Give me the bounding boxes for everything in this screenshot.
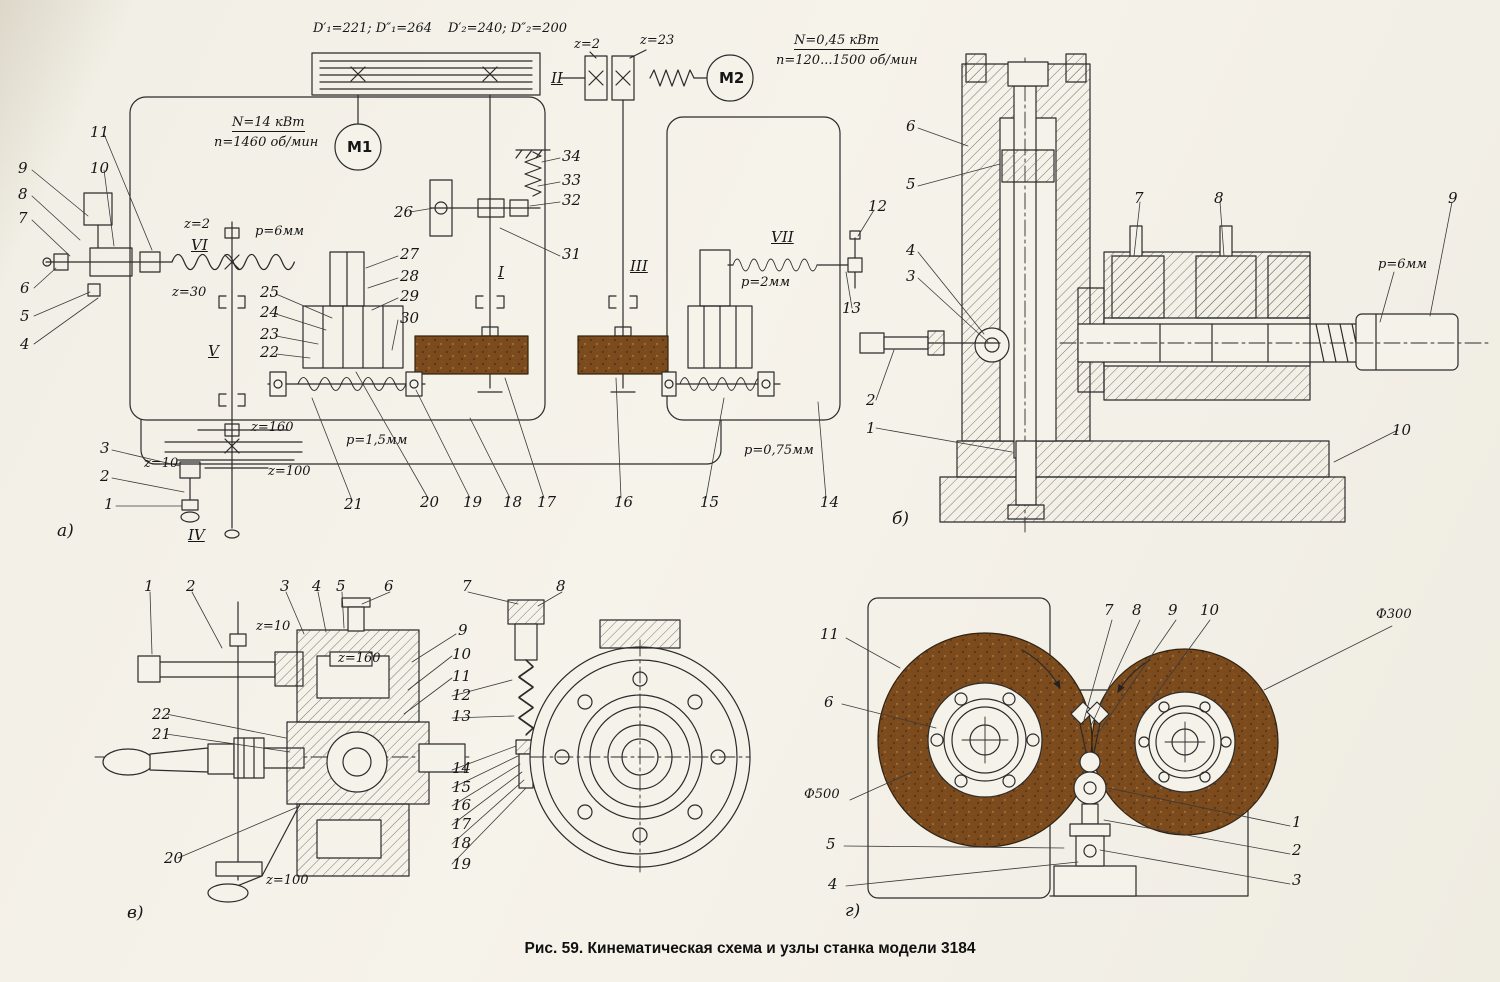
panel-v-feed-unit-section [94, 597, 751, 903]
handle-knob [102, 748, 154, 776]
motor-m1-symbol [334, 123, 382, 171]
grinding-wheel-right-symbol [577, 335, 669, 375]
panel-a-kinematic-scheme [42, 49, 863, 539]
figure-caption: Рис. 59. Кинематическая схема и узлы ста… [524, 940, 976, 957]
panel-g-wheels-front-view [867, 597, 1279, 899]
panel-b-wheelhead-section [859, 53, 1489, 533]
belt-drive-housing [311, 52, 541, 96]
rotation-arrow-left [1021, 649, 1061, 690]
motor-m2-symbol [706, 54, 754, 102]
leader-lines [31, 127, 1453, 887]
grinding-wheel-left-symbol [414, 335, 529, 375]
